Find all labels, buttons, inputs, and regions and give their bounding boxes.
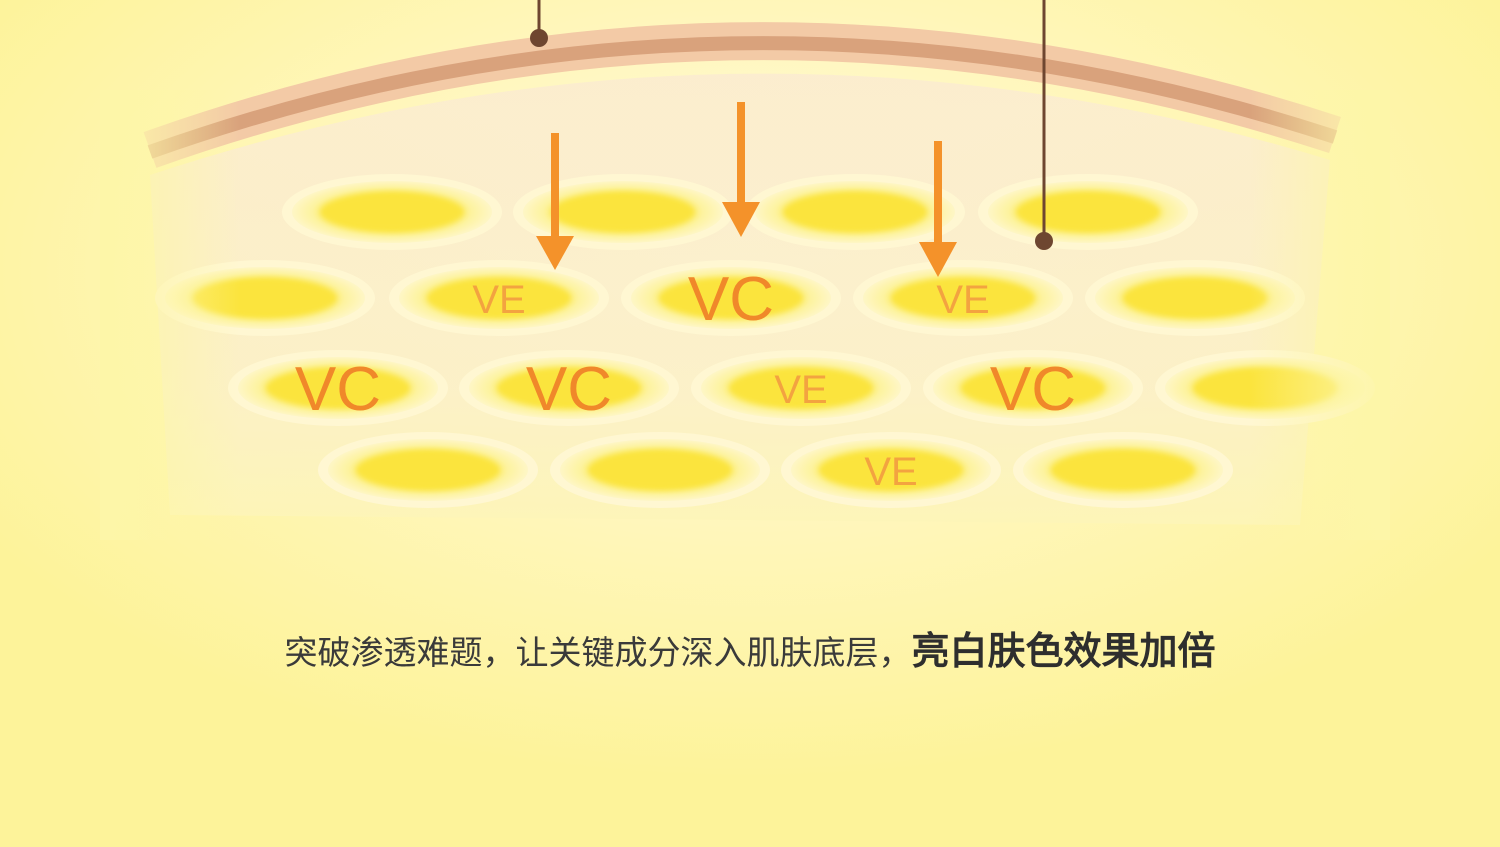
caption-lead: 突破渗透难题，让关键成分深入肌肤底层， bbox=[284, 633, 912, 672]
caption-emphasis: 亮白肤色效果加倍 bbox=[911, 629, 1216, 673]
cell-label: VE bbox=[774, 368, 827, 412]
penetration-arrow bbox=[722, 102, 760, 237]
cell-core bbox=[819, 451, 963, 489]
cell bbox=[282, 174, 502, 250]
cell-core bbox=[427, 279, 571, 317]
cell-core bbox=[551, 193, 695, 231]
cell: VC bbox=[621, 260, 841, 336]
pointer-right bbox=[1035, 0, 1053, 250]
cell: VE bbox=[853, 260, 1073, 336]
cell: VC bbox=[459, 350, 679, 426]
cell-core bbox=[891, 279, 1035, 317]
cell-core bbox=[659, 279, 803, 317]
cell bbox=[978, 174, 1198, 250]
cell-core bbox=[356, 451, 500, 489]
caption: 突破渗透难题，让关键成分深入肌肤底层，亮白肤色效果加倍 bbox=[0, 620, 1500, 675]
cell-core bbox=[1016, 193, 1160, 231]
cell bbox=[745, 174, 965, 250]
skin-surface-core bbox=[147, 36, 1338, 159]
cell-core bbox=[1123, 279, 1267, 317]
cell bbox=[550, 432, 770, 508]
penetration-arrow bbox=[919, 141, 957, 277]
cell-core bbox=[320, 193, 464, 231]
cell-core bbox=[497, 369, 641, 407]
cell: VE bbox=[389, 260, 609, 336]
penetration-arrow bbox=[536, 133, 574, 270]
cell-label: VC bbox=[526, 355, 612, 424]
cell: VE bbox=[781, 432, 1001, 508]
cell bbox=[318, 432, 538, 508]
cell-label: VC bbox=[688, 265, 774, 334]
cell-core bbox=[729, 369, 873, 407]
cell-label: VC bbox=[295, 355, 381, 424]
edge-fade-right bbox=[1250, 90, 1390, 540]
cell: VE bbox=[691, 350, 911, 426]
cell-core bbox=[266, 369, 410, 407]
cell: VC bbox=[228, 350, 448, 426]
cell: VC bbox=[923, 350, 1143, 426]
cell-label: VC bbox=[990, 355, 1076, 424]
cell-label: VE bbox=[936, 278, 989, 322]
pointer-left bbox=[530, 0, 548, 47]
pointer-dot bbox=[1035, 232, 1053, 250]
cell-core bbox=[783, 193, 927, 231]
cell-core bbox=[961, 369, 1105, 407]
cell-label: VE bbox=[472, 278, 525, 322]
edge-fade-left bbox=[100, 90, 240, 540]
cell bbox=[513, 174, 733, 250]
cell bbox=[1013, 432, 1233, 508]
cell-label: VE bbox=[864, 450, 917, 494]
pointer-dot bbox=[530, 29, 548, 47]
cell-core bbox=[1051, 451, 1195, 489]
cell-core bbox=[588, 451, 732, 489]
